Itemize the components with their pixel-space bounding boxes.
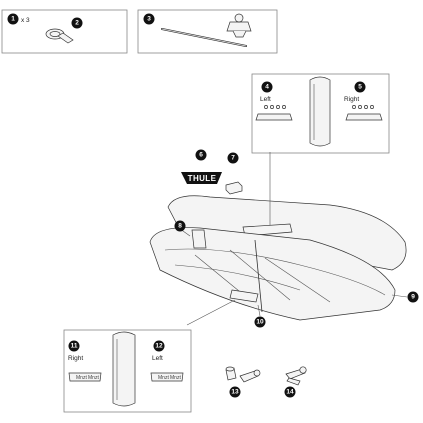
parts-frame-3 (137, 9, 278, 54)
svg-text:2: 2 (75, 20, 79, 27)
svg-text:11: 11 (71, 343, 78, 350)
rod-and-clamp-illustration (161, 13, 252, 47)
lock-cylinder (225, 366, 237, 381)
svg-text:14: 14 (286, 389, 294, 396)
box-top-view-bottom (112, 331, 136, 407)
svg-text:Mnzt: Mnzt (158, 375, 169, 381)
callout-3: 3 (143, 13, 155, 25)
callout-11: 11 (68, 340, 80, 352)
svg-text:6: 6 (199, 152, 203, 159)
box-top-view-top (309, 76, 331, 147)
callout-13: 13 (229, 386, 241, 398)
parts-frame-11-12 (63, 329, 192, 413)
hardware-left-top (255, 105, 293, 121)
svg-text:10: 10 (256, 319, 264, 326)
svg-text:12: 12 (155, 343, 163, 350)
callout-12: 12 (153, 340, 165, 352)
callout-2: 2 (71, 17, 83, 29)
svg-text:3: 3 (147, 16, 151, 23)
thule-logo-sticker: THULE (181, 172, 222, 184)
hardware-right-bottom: Mnzt Mnzt (68, 372, 102, 382)
callout-14: 14 (284, 386, 296, 398)
callout-9: 9 (407, 291, 419, 303)
callout-10: 10 (254, 316, 266, 328)
quantity-label: x 3 (21, 17, 30, 24)
parts-frame-4-5 (251, 73, 390, 154)
svg-text:1: 1 (11, 16, 15, 23)
hardware-left-bottom: Mnzt Mnzt (150, 372, 184, 382)
roof-box-illustration (149, 152, 407, 321)
callout-4: 4 (261, 81, 273, 93)
callout-7: 7 (227, 152, 239, 164)
svg-text:Mnzt: Mnzt (76, 375, 87, 381)
svg-text:9: 9 (411, 294, 415, 301)
callout-8: 8 (174, 220, 186, 232)
svg-text:7: 7 (231, 155, 235, 162)
strap-illustration (45, 28, 74, 44)
callout-5: 5 (354, 81, 366, 93)
side-label-left-top: Left (260, 96, 271, 103)
side-label-left-bottom: Left (152, 355, 163, 362)
svg-text:Mnzt: Mnzt (170, 375, 181, 381)
side-label-right-top: Right (344, 96, 359, 103)
callout-6: 6 (195, 149, 207, 161)
svg-text:8: 8 (178, 223, 182, 230)
small-block-part (225, 181, 243, 195)
svg-text:5: 5 (358, 84, 362, 91)
hardware-right-top (345, 105, 383, 121)
parts-frame-1-2 (1, 9, 128, 54)
svg-text:4: 4 (265, 84, 269, 91)
logo-text: THULE (188, 174, 217, 183)
callout-1: 1 (7, 13, 19, 25)
key-pair (285, 366, 307, 386)
key-with-lock (239, 369, 261, 383)
side-label-right-bottom: Right (68, 355, 83, 362)
svg-text:Mnzt: Mnzt (88, 375, 99, 381)
svg-text:13: 13 (231, 389, 239, 396)
